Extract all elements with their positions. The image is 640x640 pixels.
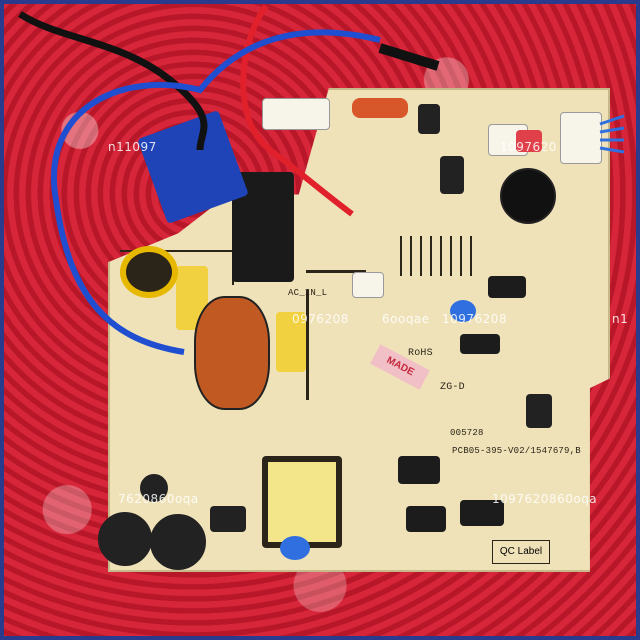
electrolytic-capacitor — [98, 512, 152, 566]
silkscreen-serial: 005728 — [450, 428, 484, 438]
trace-line — [306, 270, 366, 273]
ceramic-capacitor-blue — [280, 536, 310, 560]
buzzer — [500, 168, 556, 224]
electrolytic-capacitor-black — [406, 506, 446, 532]
electrolytic-capacitor — [150, 514, 206, 570]
transformer-yellow — [262, 456, 342, 548]
watermark-text: 1097620 — [500, 140, 557, 154]
electrolytic-capacitor-small — [140, 474, 168, 502]
film-capacitor-orange — [352, 98, 408, 118]
ic-chip — [526, 394, 552, 428]
trace-line — [120, 250, 240, 252]
pin-header-row — [400, 236, 474, 276]
wire-bundle-corner — [599, 114, 625, 154]
silkscreen-rohs: RoHS — [408, 348, 433, 359]
ic-chip — [440, 156, 464, 194]
connector-white-corner — [560, 112, 602, 164]
qc-label-box: QC Label — [492, 540, 550, 564]
ic-chip — [210, 506, 246, 532]
watermark-text: 10976208 — [442, 312, 508, 326]
watermark-text: n11097 — [108, 140, 157, 154]
wire-black — [18, 11, 208, 151]
wire-red — [240, 4, 354, 217]
inductor-yellow-ring — [120, 246, 178, 298]
capacitor-yellow-box-2 — [276, 312, 306, 372]
watermark-text: 1097620860oqa — [492, 492, 598, 506]
connector-white-top — [262, 98, 330, 130]
electrolytic-capacitor-black — [488, 276, 526, 298]
silkscreen-part-code: PCB05-395-V02/1547679,B — [452, 446, 581, 456]
watermark-text: 7620860oqa — [118, 492, 199, 506]
connector-red — [516, 130, 542, 152]
watermark-text: n1 — [612, 312, 629, 326]
ceramic-capacitor-blue — [450, 300, 476, 322]
electrolytic-capacitor-black — [398, 456, 440, 484]
electrolytic-capacitor-black — [460, 500, 504, 526]
inductor-copper-coil — [194, 296, 270, 410]
electrolytic-capacitor-black — [460, 334, 500, 354]
trace-line — [306, 290, 309, 400]
watermark-text: 6ooqae — [382, 312, 430, 326]
connector-small-white — [352, 272, 384, 298]
wire-blue — [51, 29, 381, 355]
silkscreen-ac-in: AC_IN_L — [288, 288, 328, 298]
ic-chip — [418, 104, 440, 134]
silkscreen-zg-d: ZG-D — [440, 382, 465, 393]
wire-blue-connector — [378, 43, 440, 71]
watermark-text: 0976208 — [292, 312, 349, 326]
